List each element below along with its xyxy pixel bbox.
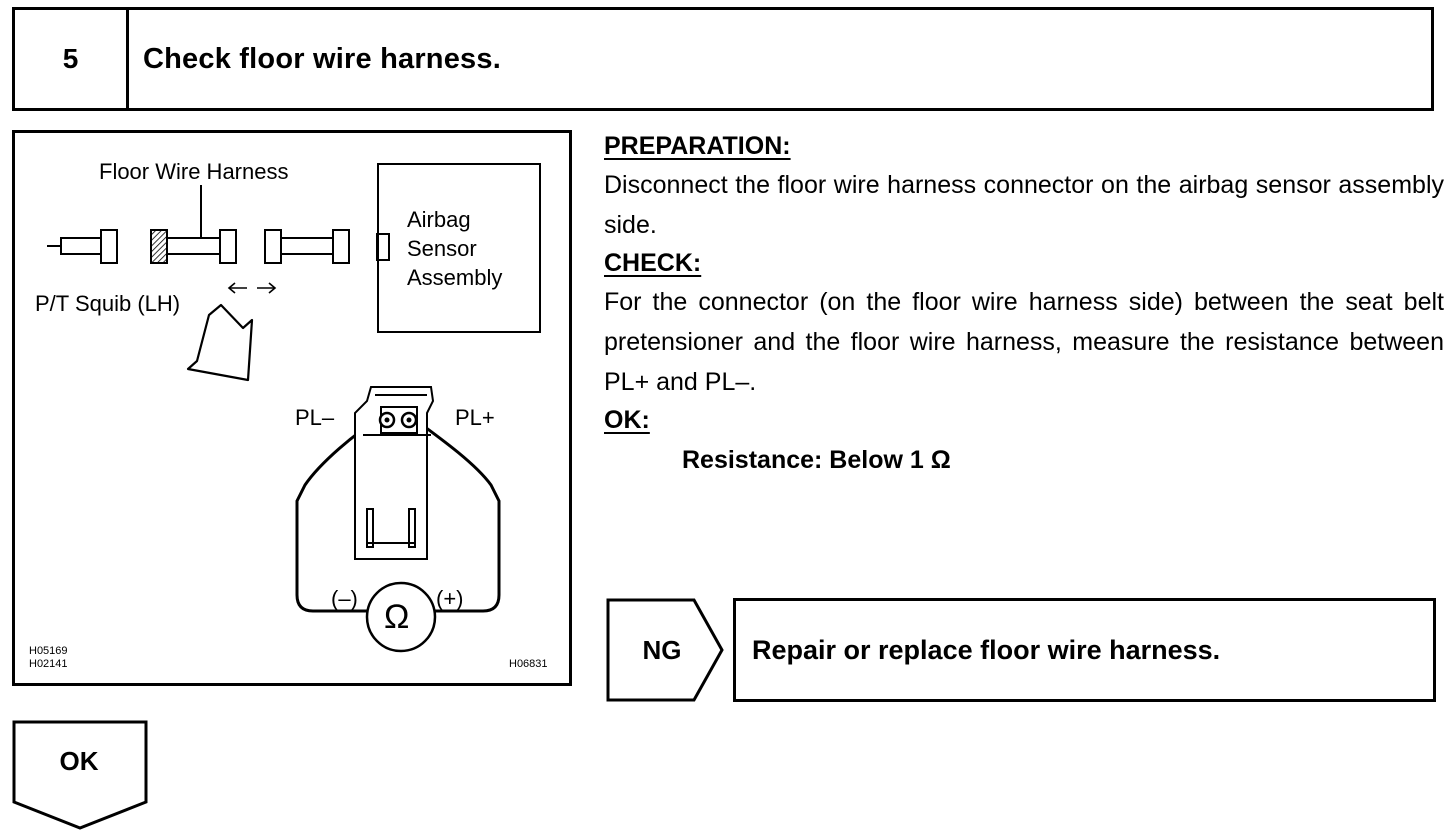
connector-closeup [354,386,435,560]
ok-arrow-shape [12,720,148,830]
ng-label: NG [642,634,682,665]
airbag-sensor-assembly: Airbag Sensor Assembly [377,163,541,333]
ohm-symbol: Ω [384,598,410,636]
figure-code-3: H06831 [509,658,548,670]
ok-heading: OK: [604,406,650,434]
step-title: Check floor wire harness. [143,42,501,75]
disconnect-arrows [227,282,277,294]
figure-code-1: H05169 [29,645,68,657]
ng-action-text: Repair or replace floor wire harness. [752,634,1221,665]
check-heading: CHECK: [604,249,702,277]
preparation-text: Disconnect the floor wire harness connec… [604,171,1444,239]
check-text: For the connector (on the floor wire har… [604,288,1444,396]
airbag-sensor-label: Airbag Sensor Assembly [407,205,502,292]
instructions: PREPARATION: Disconnect the floor wire h… [604,128,1444,481]
label-meter-plus: (+) [436,586,464,611]
pin-pl-minus-center [384,417,390,423]
step-header: 5 Check floor wire harness. [12,7,1434,111]
harness-connector [150,185,237,264]
connector-illustration: Floor Wire Harness Airbag Sensor Assembl… [12,130,572,686]
squib-plug [47,229,118,264]
zoom-arrow-icon [186,303,254,382]
ng-arrow-shape [606,598,724,702]
airbag-label-line-3: Assembly [407,265,503,290]
airbag-label-line-2: Sensor [407,236,477,261]
ok-spec: Resistance: Below 1 Ω [682,446,951,474]
harness-segment [264,229,350,264]
step-number: 5 [15,10,129,108]
airbag-label-line-1: Airbag [407,207,471,232]
pin-pl-plus-center [406,417,412,423]
label-pl-plus: PL+ [455,405,495,430]
preparation-heading: PREPARATION: [604,132,791,160]
label-pt-squib: P/T Squib (LH) [35,291,181,316]
illustration-drawing [47,185,501,653]
label-pl-minus: PL– [295,405,335,430]
figure-code-2: H02141 [29,658,68,670]
label-floor-wire-harness: Floor Wire Harness [99,159,289,184]
ng-action-box: Repair or replace floor wire harness. [733,598,1436,702]
label-meter-minus: (–) [331,586,358,611]
ohmmeter-icon [365,581,437,653]
ok-label: OK [59,745,99,776]
